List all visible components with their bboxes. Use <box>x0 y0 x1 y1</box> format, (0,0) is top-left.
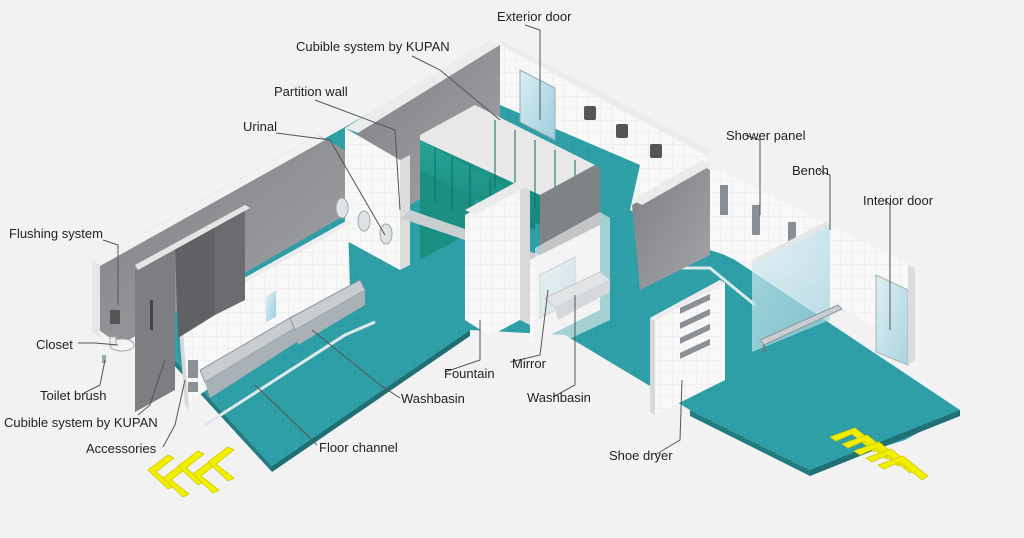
interior-door <box>875 265 915 366</box>
label-partition-wall: Partition wall <box>274 84 348 99</box>
label-shoe-dryer: Shoe dryer <box>609 448 673 463</box>
label-washbasin-right: Washbasin <box>527 390 591 405</box>
leader-lines <box>78 24 891 456</box>
toilet-brush <box>102 355 106 363</box>
floor-channel <box>204 266 756 427</box>
label-shower-panel: Shower panel <box>726 128 806 143</box>
shower-gray-wall <box>632 160 712 290</box>
label-toilet-brush: Toilet brush <box>40 388 107 403</box>
accessories-panel <box>188 360 198 392</box>
mirror-left <box>266 290 276 323</box>
arrow-chevrons-right-icon <box>829 427 929 481</box>
bench-area <box>752 222 843 352</box>
label-fountain: Fountain <box>444 366 495 381</box>
label-mirror: Mirror <box>512 356 546 371</box>
closet <box>109 336 135 352</box>
shoe-dryer <box>680 293 710 359</box>
label-accessories: Accessories <box>86 441 157 456</box>
exterior-door <box>519 69 556 141</box>
label-flushing-system: Flushing system <box>9 226 103 241</box>
wall-accessories <box>584 106 662 158</box>
toilet-cubicles <box>135 205 250 412</box>
washbasin-left <box>199 279 366 398</box>
label-bench: Bench <box>792 163 829 178</box>
middle-wall <box>465 180 530 336</box>
flushing-system <box>110 310 120 324</box>
label-cubicle-system-bottom: Cubible system by KUPAN <box>4 415 158 430</box>
label-washbasin-left: Washbasin <box>401 391 465 406</box>
label-floor-channel: Floor channel <box>319 440 398 455</box>
arrow-chevrons-left-icon <box>147 446 235 498</box>
label-exterior-door: Exterior door <box>497 9 572 24</box>
label-urinal: Urinal <box>243 119 277 134</box>
label-cubicle-system-top: Cubible system by KUPAN <box>296 39 450 54</box>
middle-front-wall <box>535 212 610 355</box>
shower-panels <box>720 185 796 242</box>
label-closet: Closet <box>36 337 73 352</box>
urinals <box>335 197 393 245</box>
label-interior-door: Interior door <box>863 193 934 208</box>
